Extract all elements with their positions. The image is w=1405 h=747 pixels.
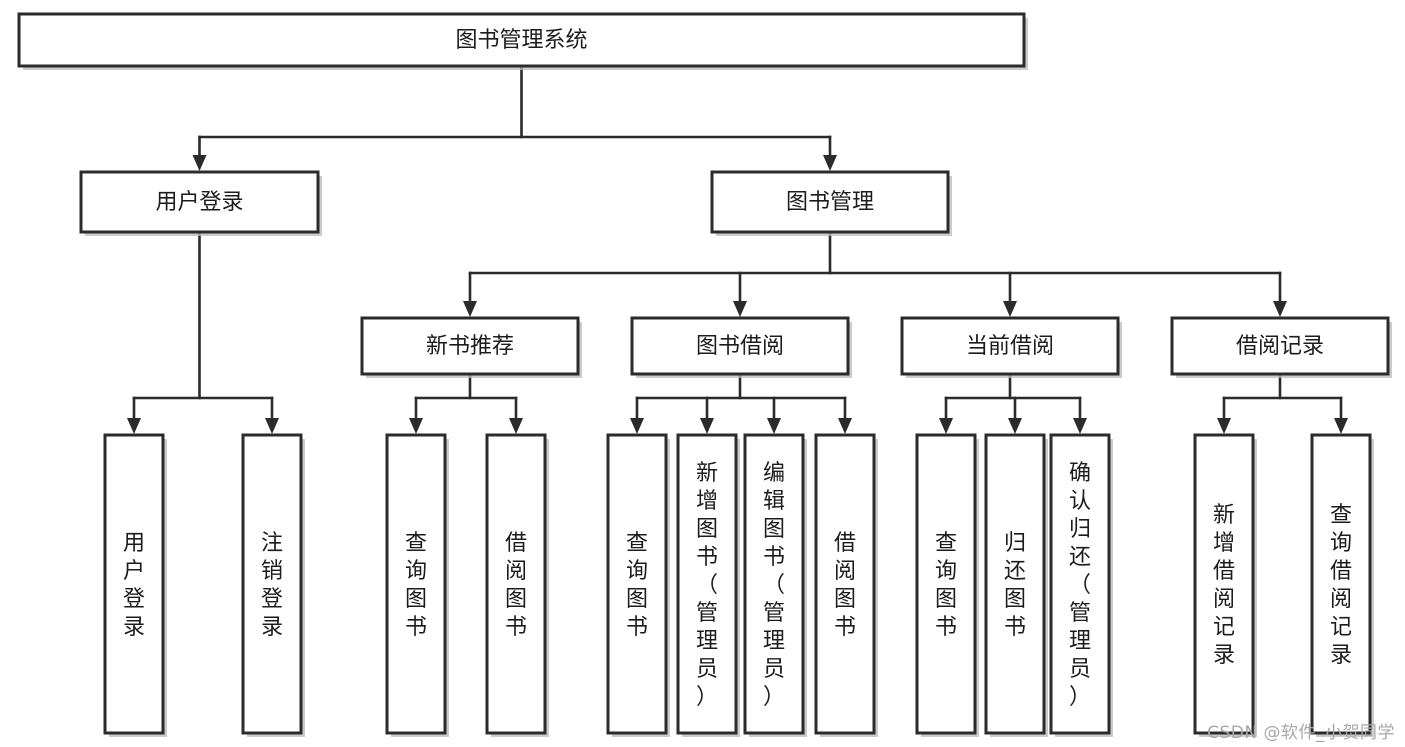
node-box[interactable] <box>485 433 547 735</box>
nodes-layer: 图书管理系统用户登录图书管理新书推荐图书借阅当前借阅借阅记录用户登录注销登录查询… <box>17 12 1392 737</box>
node-label: 查询图书 <box>626 531 648 640</box>
node-leaf-query-borrow-record[interactable]: 查询借阅记录 <box>1310 433 1374 737</box>
node-label: 编辑图书（管理员） <box>763 461 785 710</box>
arrow-head-icon <box>733 301 747 317</box>
node-new-book-recommend[interactable]: 新书推荐 <box>360 316 582 378</box>
arrow-head-icon <box>1217 418 1231 434</box>
node-leaf-add-book[interactable]: 新增图书（管理员） <box>676 433 740 737</box>
node-box[interactable] <box>17 12 1026 68</box>
watermark-text: CSDN @软件_小贺同学 <box>1207 723 1395 743</box>
node-box[interactable] <box>1170 316 1390 376</box>
arrow-head-icon <box>1008 418 1022 434</box>
node-label: 图书管理系统 <box>455 28 587 53</box>
arrow-head-icon <box>409 418 423 434</box>
node-user-login[interactable]: 用户登录 <box>79 170 322 236</box>
connectors-layer <box>127 64 1348 434</box>
arrow-head-icon <box>463 301 477 317</box>
node-label: 借阅图书 <box>505 531 527 640</box>
node-leaf-confirm-return[interactable]: 确认归还（管理员） <box>1049 433 1113 737</box>
node-box[interactable] <box>1310 433 1372 735</box>
node-book-borrow[interactable]: 图书借阅 <box>630 316 852 378</box>
arrow-head-icon <box>1273 301 1287 317</box>
node-label: 借阅图书 <box>834 531 856 640</box>
node-leaf-return-book[interactable]: 归还图书 <box>984 433 1048 737</box>
arrow-head-icon <box>838 418 852 434</box>
arrow-head-icon <box>700 418 714 434</box>
node-box[interactable] <box>1193 433 1255 735</box>
node-box[interactable] <box>710 170 950 234</box>
node-leaf-user-login[interactable]: 用户登录 <box>103 433 167 737</box>
node-label: 用户登录 <box>123 531 145 640</box>
node-label: 注销登录 <box>261 531 283 640</box>
node-undefined[interactable]: 图书管理系统 <box>17 12 1028 70</box>
node-label: 用户登录 <box>155 190 243 215</box>
node-label: 借阅记录 <box>1236 334 1324 359</box>
node-label: 新增图书（管理员） <box>696 461 718 710</box>
node-box[interactable] <box>900 316 1120 376</box>
node-leaf-logout-login[interactable]: 注销登录 <box>241 433 305 737</box>
node-box[interactable] <box>103 433 165 735</box>
node-box[interactable] <box>79 170 320 234</box>
node-box[interactable] <box>814 433 876 735</box>
node-box[interactable] <box>743 433 805 735</box>
node-box[interactable] <box>385 433 447 735</box>
arrow-head-icon <box>823 155 837 171</box>
arrow-head-icon <box>1003 301 1017 317</box>
node-box[interactable] <box>241 433 303 735</box>
node-box[interactable] <box>676 433 738 735</box>
node-label: 当前借阅 <box>966 334 1054 359</box>
node-label: 归还图书 <box>1004 531 1026 640</box>
node-label: 图书管理 <box>786 190 874 215</box>
node-leaf-query-book-3[interactable]: 查询图书 <box>915 433 979 737</box>
node-label: 确认归还（管理员） <box>1069 461 1091 710</box>
arrow-head-icon <box>1334 418 1348 434</box>
node-box[interactable] <box>360 316 580 376</box>
node-label: 新书推荐 <box>426 334 514 359</box>
node-label: 查询图书 <box>405 531 427 640</box>
node-borrow-record[interactable]: 借阅记录 <box>1170 316 1392 378</box>
node-label: 图书借阅 <box>696 334 784 359</box>
arrow-head-icon <box>192 155 207 171</box>
node-current-borrow[interactable]: 当前借阅 <box>900 316 1122 378</box>
node-box[interactable] <box>606 433 668 735</box>
node-leaf-query-book-2[interactable]: 查询图书 <box>606 433 670 737</box>
node-box[interactable] <box>630 316 850 376</box>
arrow-head-icon <box>509 418 523 434</box>
node-label: 查询借阅记录 <box>1330 503 1352 668</box>
node-book-management[interactable]: 图书管理 <box>710 170 952 236</box>
node-box[interactable] <box>984 433 1046 735</box>
arrow-head-icon <box>265 418 279 434</box>
node-label: 查询图书 <box>935 531 957 640</box>
arrow-head-icon <box>630 418 644 434</box>
node-leaf-query-book-1[interactable]: 查询图书 <box>385 433 449 737</box>
node-leaf-edit-book[interactable]: 编辑图书（管理员） <box>743 433 807 737</box>
node-label: 新增借阅记录 <box>1213 503 1235 668</box>
arrow-head-icon <box>767 418 781 434</box>
node-leaf-borrow-book-1[interactable]: 借阅图书 <box>485 433 549 737</box>
node-box[interactable] <box>915 433 977 735</box>
arrow-head-icon <box>939 418 953 434</box>
arrow-head-icon <box>1073 418 1087 434</box>
node-leaf-borrow-book-2[interactable]: 借阅图书 <box>814 433 878 737</box>
node-leaf-add-borrow-record[interactable]: 新增借阅记录 <box>1193 433 1257 737</box>
node-box[interactable] <box>1049 433 1111 735</box>
arrow-head-icon <box>127 418 141 434</box>
